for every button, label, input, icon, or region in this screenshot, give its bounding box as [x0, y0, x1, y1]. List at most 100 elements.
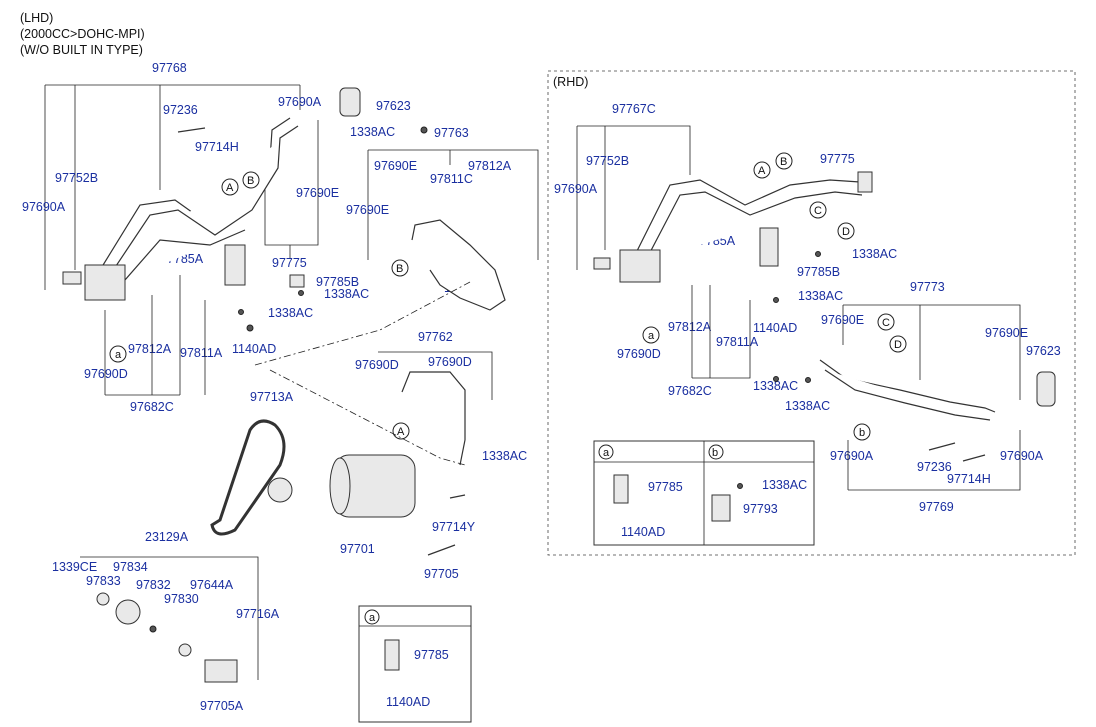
header-engine: (2000CC>DOHC-MPI)	[20, 27, 145, 41]
label-97775-left: 97775	[272, 256, 307, 270]
r-bolt-97236	[928, 442, 956, 451]
r-marker-B-text: B	[780, 156, 787, 168]
r-marker-b	[853, 423, 871, 441]
inset-a-right-1140ad: 1140AD	[621, 525, 665, 539]
r-nut-1338ac-4	[805, 377, 811, 383]
label-97833: 97833	[86, 574, 121, 588]
label-r97714h: 97714H	[947, 472, 991, 486]
label-1338ac-left-2: 1338AC	[268, 306, 313, 320]
r-fitting-97752b	[593, 257, 611, 270]
label-97690d-mid1: 97690D	[355, 358, 399, 372]
label-r97785b: 97785B	[797, 265, 840, 279]
dash-link-1	[254, 281, 471, 366]
r-marker-D-lower	[889, 335, 907, 353]
r-nut-1338ac-1	[815, 251, 821, 257]
nut-1338ac-top	[420, 126, 428, 134]
label-r1338ac-4: 1338AC	[785, 399, 830, 413]
label-97834: 97834	[113, 560, 148, 574]
leader-97767c	[577, 125, 691, 175]
r-receiver-drier-97623	[1036, 371, 1056, 407]
marker-A-left	[221, 178, 239, 196]
bracket-97785a-left	[224, 244, 246, 286]
bracket-97705a	[204, 659, 238, 683]
label-r97623: 97623	[1026, 344, 1061, 358]
marker-A-mid-text: A	[397, 426, 405, 438]
inset-b-right-marker-text: b	[712, 447, 718, 459]
label-1140ad-left: 1140AD	[232, 342, 276, 356]
r-marker-C-lower-text: C	[882, 317, 890, 329]
label-r97690e-1: 97690E	[821, 313, 864, 327]
label-97762: 97762	[418, 330, 453, 344]
tensioner-pulley	[267, 477, 293, 503]
label-97690e-left: 97690E	[296, 186, 339, 200]
rhd-title: (RHD)	[553, 75, 588, 89]
label-r97773: 97773	[910, 280, 945, 294]
r-pipe-lower	[644, 191, 863, 263]
label-97690a-top: 97690A	[278, 95, 322, 109]
r-marker-b-text: b	[859, 427, 865, 439]
r-marker-B	[775, 152, 793, 170]
label-r97690d: 97690D	[617, 347, 661, 361]
bolt-1140ad-left	[246, 324, 254, 332]
label-r97769: 97769	[919, 500, 954, 514]
rhd-frame	[547, 70, 1076, 556]
fitting-97752b-left	[62, 271, 82, 285]
washer-97833	[96, 592, 110, 606]
dash-link-2	[269, 369, 466, 466]
leader-r97773	[843, 304, 1021, 400]
label-97752b-left: 97752B	[55, 171, 98, 185]
label-97763: 97763	[434, 126, 469, 140]
r-marker-D-upper	[837, 222, 855, 240]
label-r1140ad: 1140AD	[753, 321, 797, 335]
r-marker-a-text: a	[648, 330, 655, 342]
clip-97785b-left	[289, 274, 305, 288]
hose-97763	[411, 219, 506, 311]
r-marker-C-upper-text: C	[814, 205, 822, 217]
inset-a-right-marker-text: a	[603, 447, 610, 459]
idler-pulley-97834	[115, 599, 141, 625]
label-97644a: 97644A	[190, 578, 234, 592]
label-23129a: 23129A	[145, 530, 189, 544]
inset-a-right-97785: 97785	[648, 480, 683, 494]
inset-a-left-marker-text: a	[369, 612, 376, 624]
leader-r97769	[848, 430, 1021, 491]
label-1338ac-left-1: 1338AC	[324, 287, 369, 301]
label-97690e-mid1: 97690E	[374, 159, 417, 173]
label-r97690a-2: 97690A	[830, 449, 874, 463]
r-marker-A-text: A	[758, 165, 766, 177]
label-r97811a: 97811A	[716, 335, 759, 349]
label-97705a: 97705A	[200, 699, 244, 713]
marker-B-left-text: B	[247, 175, 254, 187]
nut-1338ac-left-b	[298, 290, 304, 296]
label-1339ce: 1339CE	[52, 560, 97, 574]
nut-1338ac-left	[238, 309, 244, 315]
r-bolt-97714h	[962, 454, 986, 462]
expansion-valve-left	[84, 264, 126, 301]
r-pipe-97773-b	[824, 369, 991, 421]
label-97623-left: 97623	[376, 99, 411, 113]
label-97690d-mid2: 97690D	[428, 355, 472, 369]
label-r1338ac-2: 1338AC	[798, 289, 843, 303]
r-marker-D-upper-text: D	[842, 226, 850, 238]
inset-b-right-97793: 97793	[743, 502, 778, 516]
label-97832: 97832	[136, 578, 171, 592]
marker-a-left-text: a	[115, 349, 122, 361]
label-97713a: 97713A	[250, 390, 294, 404]
inset-a-left	[358, 605, 472, 723]
label-97690e-mid2: 97690E	[346, 203, 389, 217]
bolt-97714y	[449, 494, 466, 499]
label-97812a-left: 97812A	[128, 342, 172, 356]
marker-A-mid	[392, 422, 410, 440]
hose-97762	[401, 371, 466, 466]
label-97830: 97830	[164, 592, 199, 606]
header-lhd: (LHD)	[20, 11, 53, 25]
marker-a-left	[109, 345, 127, 363]
r-nut-1338ac-3	[773, 376, 779, 382]
label-97690d-left: 97690D	[84, 367, 128, 381]
pipe-left-mid	[124, 229, 246, 281]
label-r1338ac-1: 1338AC	[852, 247, 897, 261]
label-97701: 97701	[340, 542, 375, 556]
label-r97812a: 97812A	[668, 320, 712, 334]
label-97811c: 97811C	[430, 172, 473, 186]
